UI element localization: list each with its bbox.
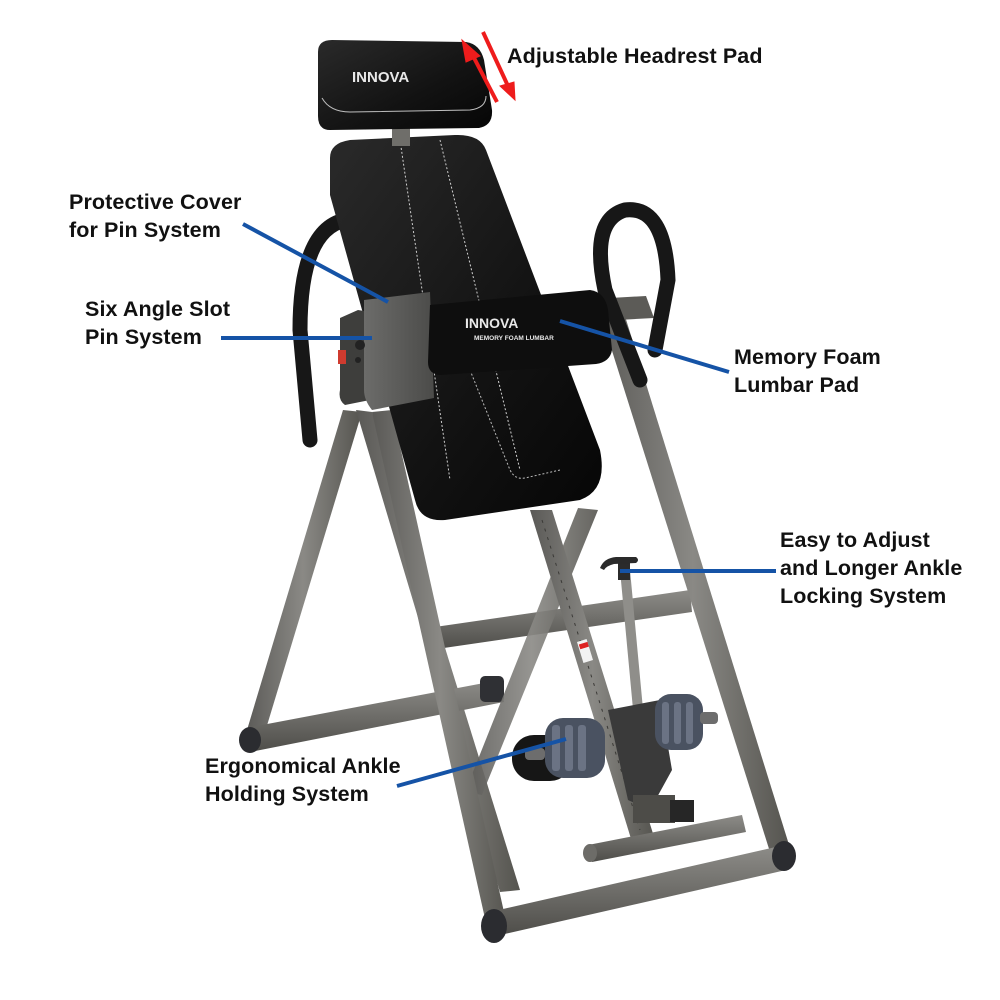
front-frame [372,410,796,943]
label-line: Holding System [205,782,369,806]
callout-lines [221,222,776,788]
label-line: for Pin System [69,218,221,242]
callout-line-protective-cover [242,222,389,304]
label-line: Easy to Adjust [780,528,930,552]
label-line: Locking System [780,584,947,608]
label-line: and Longer Ankle [780,556,963,580]
label-line: Ergonomical Ankle [205,754,401,778]
label-line: Adjustable Headrest Pad [507,44,763,68]
adjust-arrows-icon [461,31,516,103]
label-line: Memory Foam [734,345,881,369]
headrest-pad: INNOVA [318,40,493,130]
label-line: Pin System [85,325,202,349]
label-six-angle: Six Angle Slot Pin System [85,295,230,351]
lumbar-pad: INNOVA MEMORY FOAM LUMBAR [428,290,612,375]
callout-line-ankle-hold [396,737,567,788]
callout-line-lumbar [559,319,730,374]
headrest-brand-logo: INNOVA [352,69,409,86]
label-ankle-lock: Easy to Adjust and Longer Ankle Locking … [780,526,962,610]
label-line: Six Angle Slot [85,297,231,321]
label-line: Lumbar Pad [734,373,860,397]
label-lumbar: Memory Foam Lumbar Pad [734,343,881,399]
ankle-holder [512,694,746,862]
lumbar-brand-logo: INNOVA [465,315,518,331]
lumbar-pad-caption: MEMORY FOAM LUMBAR [474,335,554,342]
label-protective-cover: Protective Cover for Pin System [69,188,241,244]
label-line: Protective Cover [69,190,242,214]
label-headrest: Adjustable Headrest Pad [507,42,763,70]
label-ankle-hold: Ergonomical Ankle Holding System [205,752,401,808]
pin-cover [338,292,434,410]
